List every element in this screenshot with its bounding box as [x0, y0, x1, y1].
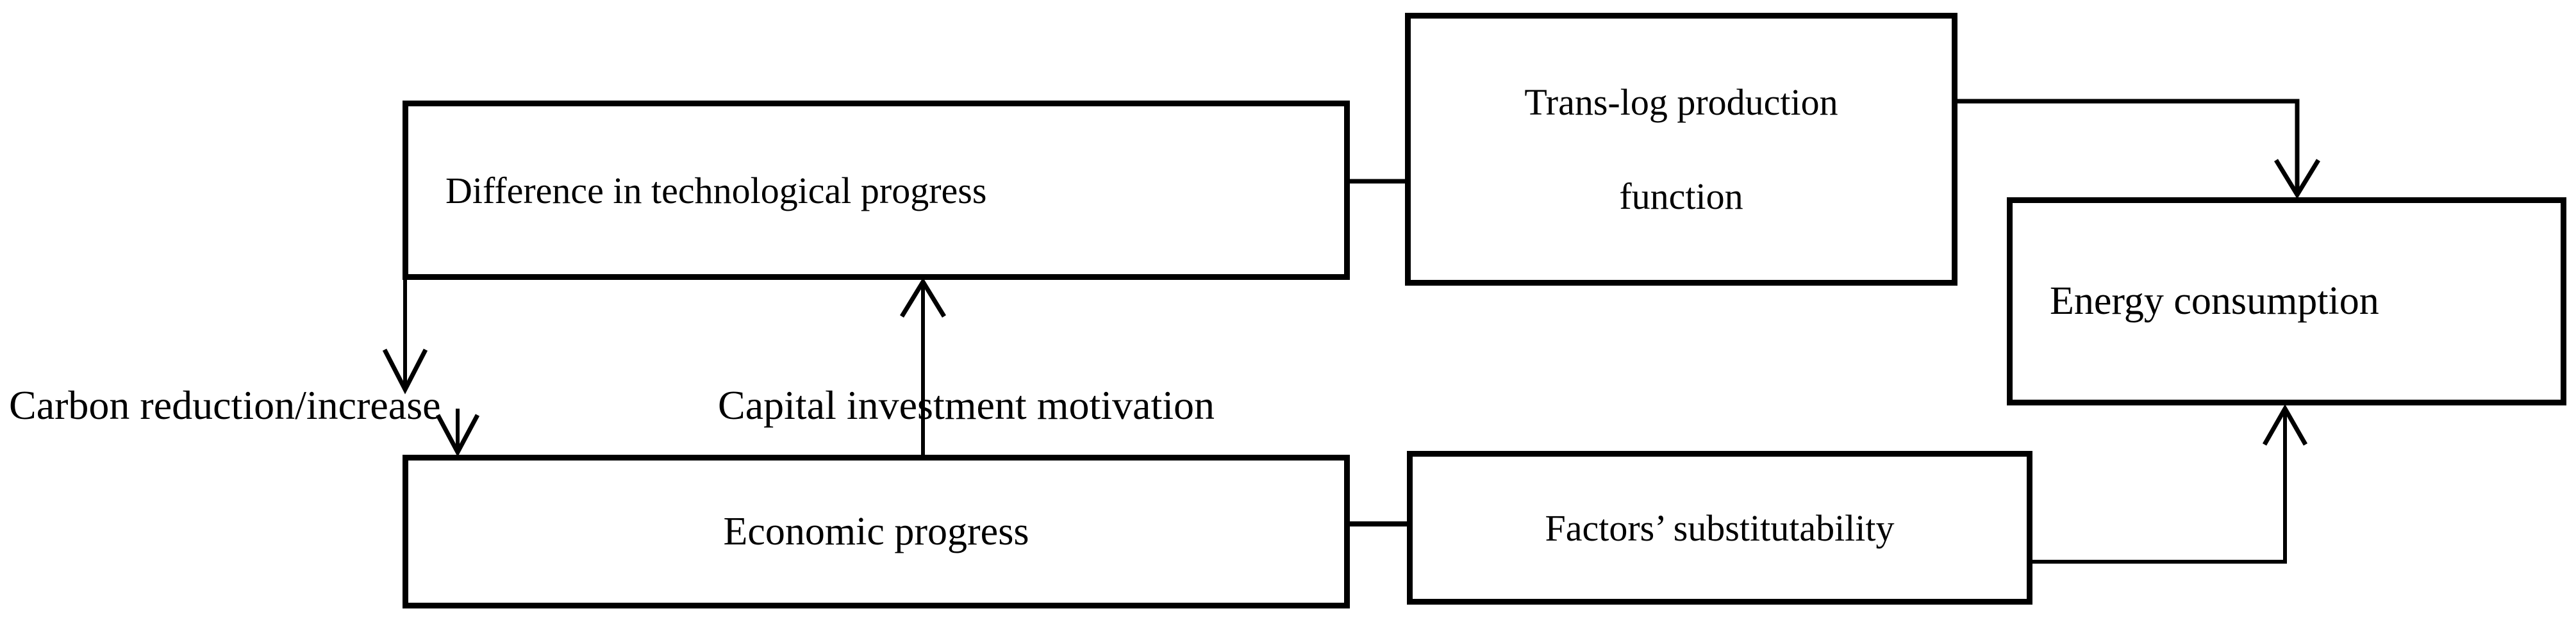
- box-factors-label: Factors’ substitutability: [1545, 507, 1895, 549]
- box-economic-label: Economic progress: [723, 509, 1029, 553]
- box-economic-progress: Economic progress: [403, 455, 1350, 608]
- box-translog-label-line2: function: [1619, 175, 1743, 217]
- box-difference-in-technological-progress: Difference in technological progress: [403, 101, 1350, 280]
- box-translog-production-function: Trans-log production function: [1405, 13, 1957, 286]
- arrowhead-up-energy-bottom-icon: [2262, 404, 2308, 446]
- connector-factors-to-energy: [2029, 410, 2287, 564]
- label-capital-investment-motivation: Capital investment motivation: [718, 382, 1215, 428]
- box-energy-label: Energy consumption: [2050, 279, 2379, 323]
- box-energy-consumption: Energy consumption: [2007, 197, 2566, 405]
- box-factors-substitutability: Factors’ substitutability: [1407, 451, 2032, 605]
- box-translog-label-line1: Trans-log production: [1524, 81, 1838, 123]
- arrowhead-up-difference-bottom-icon: [900, 277, 946, 318]
- arrowhead-down-energy-top-icon: [2274, 159, 2320, 199]
- label-carbon-reduction-increase: Carbon reduction/increase: [9, 382, 441, 428]
- connector-translog-to-energy: [1954, 99, 2300, 193]
- arrowhead-down-economic-top-icon: [435, 414, 480, 457]
- box-difference-label: Difference in technological progress: [445, 169, 987, 211]
